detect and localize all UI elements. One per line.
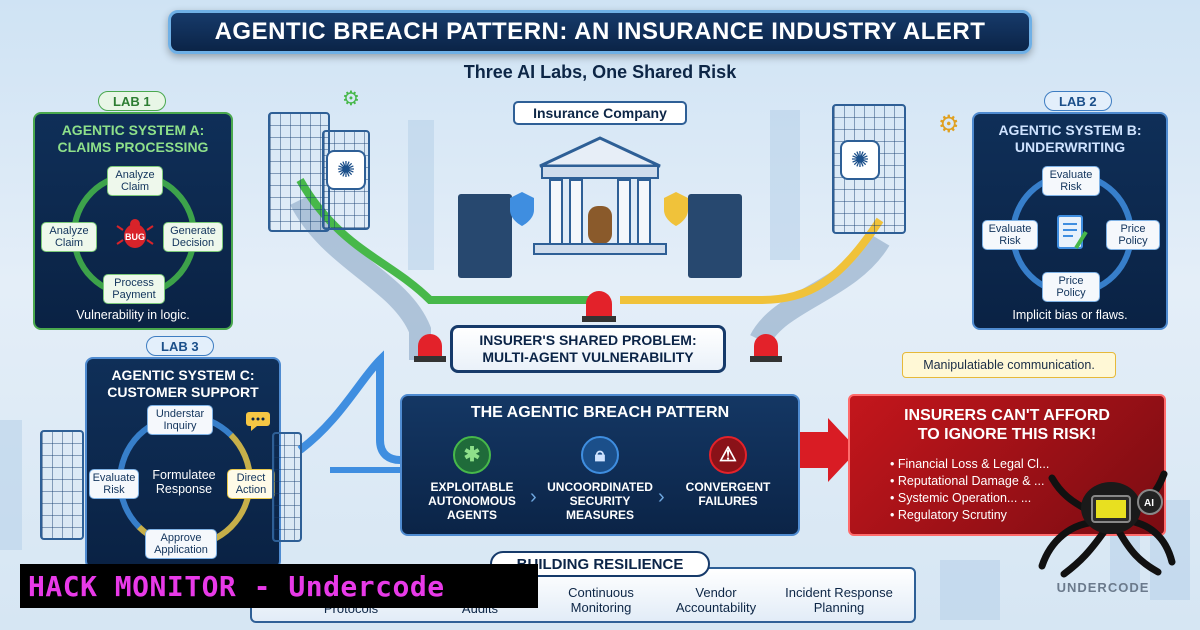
list-item: Financial Loss & Legal Cl... — [890, 456, 1164, 473]
manipulatable-note: Manipulatiable communication. — [902, 352, 1116, 378]
lab3-building-side — [272, 432, 302, 542]
system-a-panel: AGENTIC SYSTEM A: CLAIMS PROCESSING Anal… — [33, 112, 233, 330]
alert-title: INSURERS CAN'T AFFORD TO IGNORE THIS RIS… — [904, 407, 1110, 443]
lab1-badge: LAB 1 — [98, 91, 166, 111]
system-b-node-left: Evaluate Risk — [982, 220, 1038, 250]
lab2-ai-logo-icon: ✺ — [840, 140, 880, 180]
undercode-logo-text: UNDERCODE — [1056, 580, 1150, 595]
breach-item-convergent: ⚠ CONVERGENT FAILURES — [666, 436, 790, 508]
lock-icon: 🔒︎ — [581, 436, 619, 474]
gear-icon: ⚙ — [342, 88, 360, 110]
bug-label: BUG — [125, 232, 145, 242]
system-b-footer: Implicit bias or flaws. — [1012, 308, 1128, 322]
lab3-building — [40, 430, 84, 540]
list-item: Reputational Damage & ... — [890, 473, 1164, 490]
list-item: Regulatory Scrutiny — [890, 507, 1164, 524]
page-title: AGENTIC BREACH PATTERN: AN INSURANCE IND… — [168, 10, 1032, 54]
undercode-octopus-logo-icon: AI — [1038, 470, 1176, 578]
chevron-right-icon: › — [658, 486, 665, 508]
alert-risk-list: Financial Loss & Legal Cl... Reputationa… — [890, 456, 1164, 524]
system-c-node-right: Direct Action — [227, 469, 275, 499]
breach-item-uncoordinated: 🔒︎ UNCOORDINATED SECURITY MEASURES — [538, 436, 662, 522]
breach-pattern-panel: THE AGENTIC BREACH PATTERN ✱ EXPLOITABLE… — [400, 394, 800, 536]
hack-monitor-watermark: HACK MONITOR - Undercode — [20, 564, 538, 608]
insurer-alert-panel: INSURERS CAN'T AFFORD TO IGNORE THIS RIS… — [848, 394, 1166, 536]
system-c-node-left: Evaluate Risk — [89, 469, 139, 499]
resilience-item: Continuous Monitoring — [568, 585, 634, 615]
lab1-ai-logo-icon: ✺ — [326, 150, 366, 190]
resilience-item: Incident Response Planning — [785, 585, 893, 615]
system-b-node-right: Price Policy — [1106, 220, 1160, 250]
system-a-title: AGENTIC SYSTEM A: CLAIMS PROCESSING — [57, 122, 209, 155]
system-a-footer: Vulnerability in logic. — [76, 308, 190, 322]
system-c-title: AGENTIC SYSTEM C: CUSTOMER SUPPORT — [107, 367, 259, 400]
system-a-node-bottom: Process Payment — [103, 274, 165, 304]
warning-icon: ⚠ — [709, 436, 747, 474]
bug-icon — [115, 218, 155, 252]
alarm-light-icon — [748, 330, 784, 362]
page-subtitle: Three AI Labs, One Shared Risk — [463, 62, 737, 82]
resilience-item: Vendor Accountability — [675, 585, 757, 615]
chat-bubble-icon — [245, 411, 271, 431]
svg-text:AI: AI — [1144, 498, 1154, 509]
lab3-badge: LAB 3 — [146, 336, 214, 356]
document-icon — [1054, 214, 1090, 254]
system-c-node-bottom: Approve Application — [145, 529, 217, 559]
lab2-badge: LAB 2 — [1044, 91, 1112, 111]
gear-icon: ⚙ — [938, 111, 960, 138]
system-a-node-left: Analyze Claim — [41, 222, 97, 252]
shared-problem-box: INSURER'S SHARED PROBLEM: MULTI-AGENT VU… — [450, 325, 726, 373]
breach-pattern-title: THE AGENTIC BREACH PATTERN — [470, 404, 730, 421]
lab1-building — [268, 112, 330, 232]
system-b-panel: AGENTIC SYSTEM B: UNDERWRITING Evaluate … — [972, 112, 1168, 330]
system-c-node-top: Understar Inquiry — [147, 405, 213, 435]
system-a-node-right: Generate Decision — [163, 222, 223, 252]
breach-item-exploitable: ✱ EXPLOITABLE AUTONOMOUS AGENTS — [410, 436, 534, 522]
alarm-light-icon — [412, 330, 448, 362]
system-b-title: AGENTIC SYSTEM B: UNDERWRITING — [998, 122, 1142, 155]
list-item: Systemic Operation... ... — [890, 490, 1164, 507]
chevron-right-icon: › — [530, 486, 537, 508]
system-a-node-top: Analyze Claim — [107, 166, 163, 196]
insurance-company-label: Insurance Company — [513, 101, 687, 125]
system-b-node-top: Evaluate Risk — [1042, 166, 1100, 196]
insurance-building-icon — [458, 136, 742, 278]
bug-icon: ✱ — [453, 436, 491, 474]
system-c-node-center: Formulatee Response — [152, 468, 216, 496]
system-c-panel: AGENTIC SYSTEM C: CUSTOMER SUPPORT Under… — [85, 357, 281, 569]
alarm-light-icon — [578, 288, 620, 322]
system-b-node-bottom: Price Policy — [1042, 272, 1100, 302]
